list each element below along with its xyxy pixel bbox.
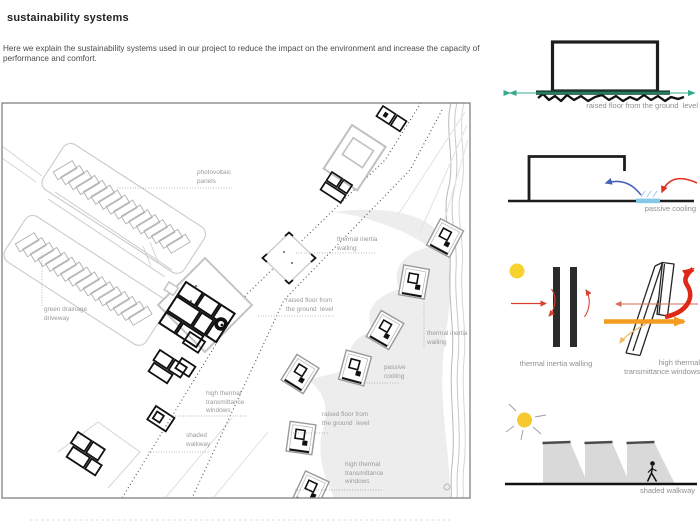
hot-air-out-arrow bbox=[664, 267, 695, 320]
main-building bbox=[157, 280, 237, 349]
pavilion bbox=[261, 231, 317, 285]
caption-thermal-inertia-walling: thermal inertia walling bbox=[519, 359, 593, 368]
building-gray-large bbox=[322, 123, 387, 192]
site-plan-frame bbox=[1, 102, 471, 499]
sun-icon bbox=[509, 263, 525, 279]
green-drainage-driveway-lines bbox=[47, 191, 173, 278]
ground-scribble bbox=[537, 92, 685, 103]
diagram-shaded-walkway bbox=[505, 403, 697, 486]
main-building-plinth bbox=[156, 256, 254, 354]
building-black-b bbox=[319, 170, 354, 204]
pv-lot-lower bbox=[3, 214, 168, 346]
evaporation-hatches bbox=[640, 190, 658, 198]
diagram-windows bbox=[604, 261, 698, 357]
annex-buildings bbox=[65, 330, 207, 477]
building-outline bbox=[550, 40, 660, 93]
page-title: sustainability systems bbox=[7, 12, 129, 24]
lake-area bbox=[308, 209, 452, 498]
wall-bar-right bbox=[570, 267, 577, 347]
wall-bar-left bbox=[553, 267, 560, 347]
glazing-unit bbox=[625, 261, 675, 357]
roads bbox=[2, 145, 159, 489]
walkway-dashes bbox=[121, 103, 443, 498]
pv-lot-upper bbox=[41, 142, 206, 274]
caption-passive-cooling: passive cooling bbox=[644, 204, 696, 213]
caption-high-thermal-windows: high thermal transmittance windows bbox=[624, 358, 700, 376]
building-outline bbox=[527, 155, 626, 201]
site-plan-drawing bbox=[1, 102, 471, 521]
water-patch bbox=[636, 198, 660, 204]
warm-air-down-arrow bbox=[619, 323, 647, 344]
warm-air-arrow bbox=[661, 177, 698, 194]
diagram-raised-floor bbox=[503, 40, 696, 103]
caption-shaded-walkway: shaded walkway bbox=[639, 486, 695, 495]
building-black-a bbox=[375, 104, 408, 133]
label-leader-lines bbox=[41, 187, 425, 491]
diagram-passive-cooling bbox=[508, 155, 698, 204]
diagram-thermal-inertia bbox=[509, 263, 592, 347]
caption-raised-floor: raised floor from the ground level bbox=[586, 101, 698, 110]
person-icon bbox=[646, 461, 658, 482]
page-intro: Here we explain the sustainability syste… bbox=[3, 44, 480, 64]
sun-icon bbox=[505, 403, 547, 441]
cool-air-arrow bbox=[604, 177, 642, 196]
tree-icon bbox=[443, 483, 451, 491]
